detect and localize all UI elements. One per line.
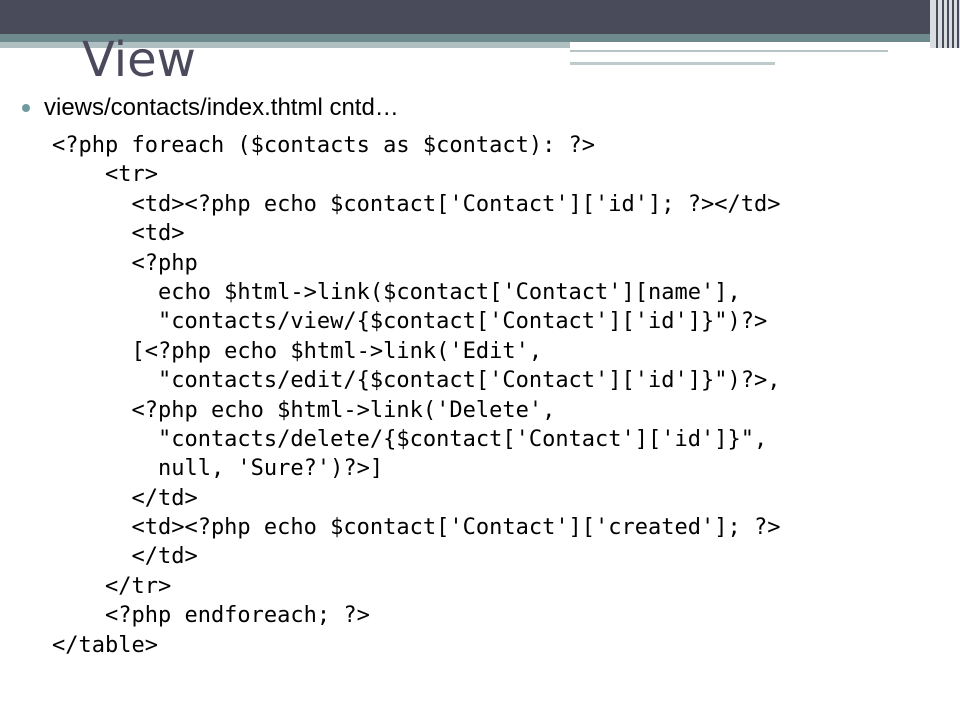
code-line: <td><?php echo $contact['Contact']['id']… bbox=[52, 191, 781, 217]
header-bar-dark bbox=[0, 0, 930, 34]
code-line: echo $html->link($contact['Contact'][nam… bbox=[52, 279, 741, 305]
corner-stripe bbox=[957, 0, 959, 48]
code-line: null, 'Sure?')?>] bbox=[52, 456, 384, 482]
corner-stripe bbox=[952, 0, 954, 48]
code-line: "contacts/edit/{$contact['Contact']['id'… bbox=[52, 368, 781, 394]
corner-stripe bbox=[947, 0, 949, 48]
code-line: <td> bbox=[52, 221, 185, 247]
bullet-text: views/contacts/index.thtml cntd… bbox=[44, 94, 399, 121]
bullet-dot-icon bbox=[22, 104, 30, 112]
slide-title: View bbox=[82, 32, 196, 88]
header-bar-accent bbox=[0, 34, 930, 42]
bullet-item: views/contacts/index.thtml cntd… bbox=[22, 90, 399, 126]
corner-stripes bbox=[930, 0, 960, 48]
header-bar-accent-short bbox=[0, 42, 570, 48]
code-line: <?php endforeach; ?> bbox=[52, 603, 370, 629]
code-line: <td><?php echo $contact['Contact']['crea… bbox=[52, 515, 781, 541]
code-line: <?php bbox=[52, 250, 198, 276]
header-line-upper bbox=[570, 50, 888, 52]
code-line: </td> bbox=[52, 485, 198, 511]
code-line: [<?php echo $html->link('Edit', bbox=[52, 338, 543, 364]
code-line: <tr> bbox=[52, 162, 158, 188]
code-line: </table> bbox=[52, 632, 158, 658]
code-line: </tr> bbox=[52, 573, 172, 599]
code-line: </td> bbox=[52, 544, 198, 570]
corner-stripe bbox=[936, 0, 938, 48]
code-block: <?php foreach ($contacts as $contact): ?… bbox=[52, 131, 780, 660]
code-line: "contacts/view/{$contact['Contact']['id'… bbox=[52, 309, 768, 335]
header-line-lower bbox=[570, 62, 775, 65]
code-line: <?php echo $html->link('Delete', bbox=[52, 397, 556, 423]
code-line: "contacts/delete/{$contact['Contact']['i… bbox=[52, 426, 768, 452]
code-line: <?php foreach ($contacts as $contact): ?… bbox=[52, 133, 596, 158]
corner-stripe bbox=[942, 0, 944, 48]
